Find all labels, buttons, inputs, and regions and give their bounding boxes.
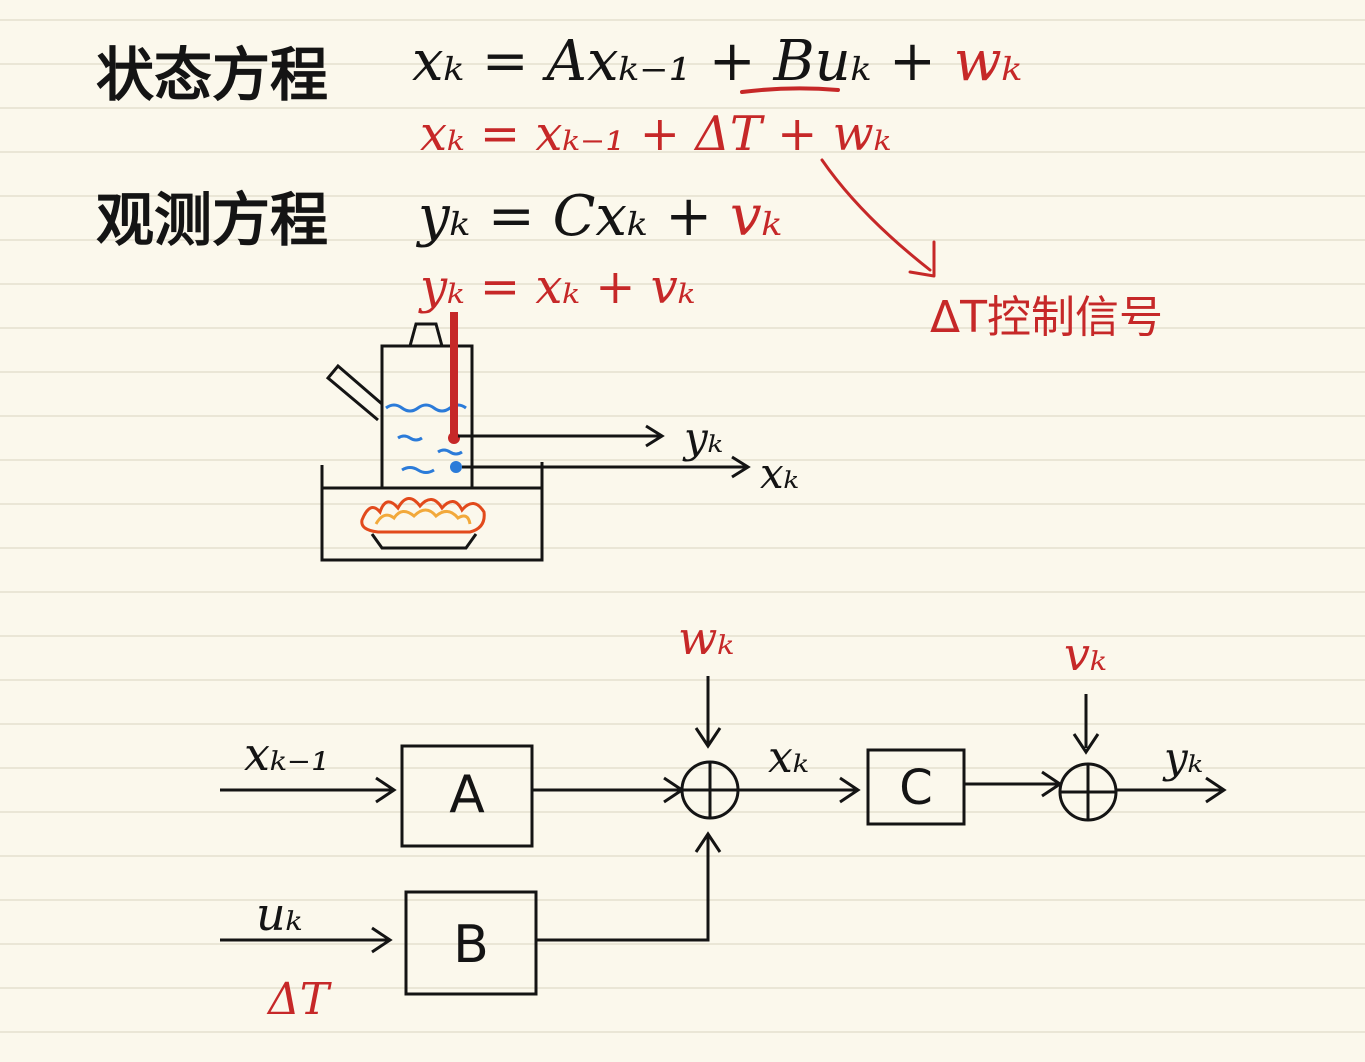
- state-arrow-head: [839, 776, 861, 804]
- kettle-spout: [325, 363, 383, 422]
- block-c-label: C: [899, 760, 933, 816]
- kettle-true-label: xₖ: [760, 449, 799, 498]
- thermometer: [450, 312, 458, 434]
- water-point: [450, 461, 462, 473]
- input-prev-label: xₖ₋₁: [244, 727, 329, 781]
- output-label: yₖ: [1162, 733, 1203, 782]
- stove-base: [320, 462, 544, 562]
- process-noise-label: wₖ: [678, 611, 734, 665]
- block-b-label: B: [453, 915, 489, 975]
- block-a: [400, 744, 534, 848]
- annotation-arrow: [820, 158, 932, 272]
- obs-eq-noise: vₖ: [730, 184, 782, 249]
- state-eq-lhs: xₖ = Axₖ₋₁ +: [412, 29, 774, 94]
- b-to-sum-head: [694, 831, 722, 853]
- kettle-lid: [408, 322, 444, 347]
- block-b: [404, 890, 538, 996]
- state-equation: xₖ = Axₖ₋₁ + Buₖ + wₖ: [412, 29, 1022, 94]
- state-eq-control-term: Buₖ: [773, 29, 872, 94]
- b-to-sum-line: [536, 836, 710, 942]
- block-diagram: [220, 676, 1227, 996]
- measurement-noise-label: vₖ: [1064, 627, 1107, 681]
- input-prev-arrow-head: [375, 776, 397, 804]
- state-label: xₖ: [768, 732, 809, 783]
- state-eq-noise: wₖ: [954, 29, 1022, 94]
- process-noise-head: [694, 727, 722, 749]
- kettle-body: [380, 344, 474, 490]
- control-term-underline: [740, 86, 840, 94]
- ruled-lines: [0, 19, 1365, 1033]
- observation-equation: yₖ = Cxₖ + vₖ: [415, 184, 782, 249]
- input-control-arrow-head: [371, 926, 393, 954]
- observation-equation-example: yₖ = xₖ + vₖ: [418, 259, 695, 315]
- annotation-arrow-head: [908, 240, 936, 278]
- flame-outer: [360, 497, 486, 534]
- input-control-label: uₖ: [256, 887, 302, 941]
- measurement-noise-head: [1072, 733, 1100, 755]
- output-arrow-head: [1205, 776, 1227, 804]
- control-example-label: ΔT: [266, 974, 333, 1025]
- water-wave-2: [397, 434, 423, 442]
- block-a-label: A: [449, 765, 485, 825]
- true-arrow-head: [731, 455, 751, 479]
- kettle-illustration: [320, 312, 751, 562]
- flame-inner: [374, 508, 472, 525]
- burner: [370, 533, 478, 550]
- block-c: [866, 748, 966, 826]
- thermometer-bulb: [448, 432, 460, 444]
- measured-arrow-head: [645, 424, 665, 448]
- control-signal-note: ΔT控制信号: [930, 292, 1163, 343]
- kettle-measured-label: yₖ: [682, 413, 723, 462]
- water-wave-3: [437, 448, 463, 456]
- state-equation-title: 状态方程: [96, 41, 328, 109]
- water-wave-4: [401, 466, 435, 474]
- state-equation-example: xₖ = xₖ₋₁ + ΔT + wₖ: [420, 106, 891, 162]
- observation-equation-title: 观测方程: [96, 186, 328, 254]
